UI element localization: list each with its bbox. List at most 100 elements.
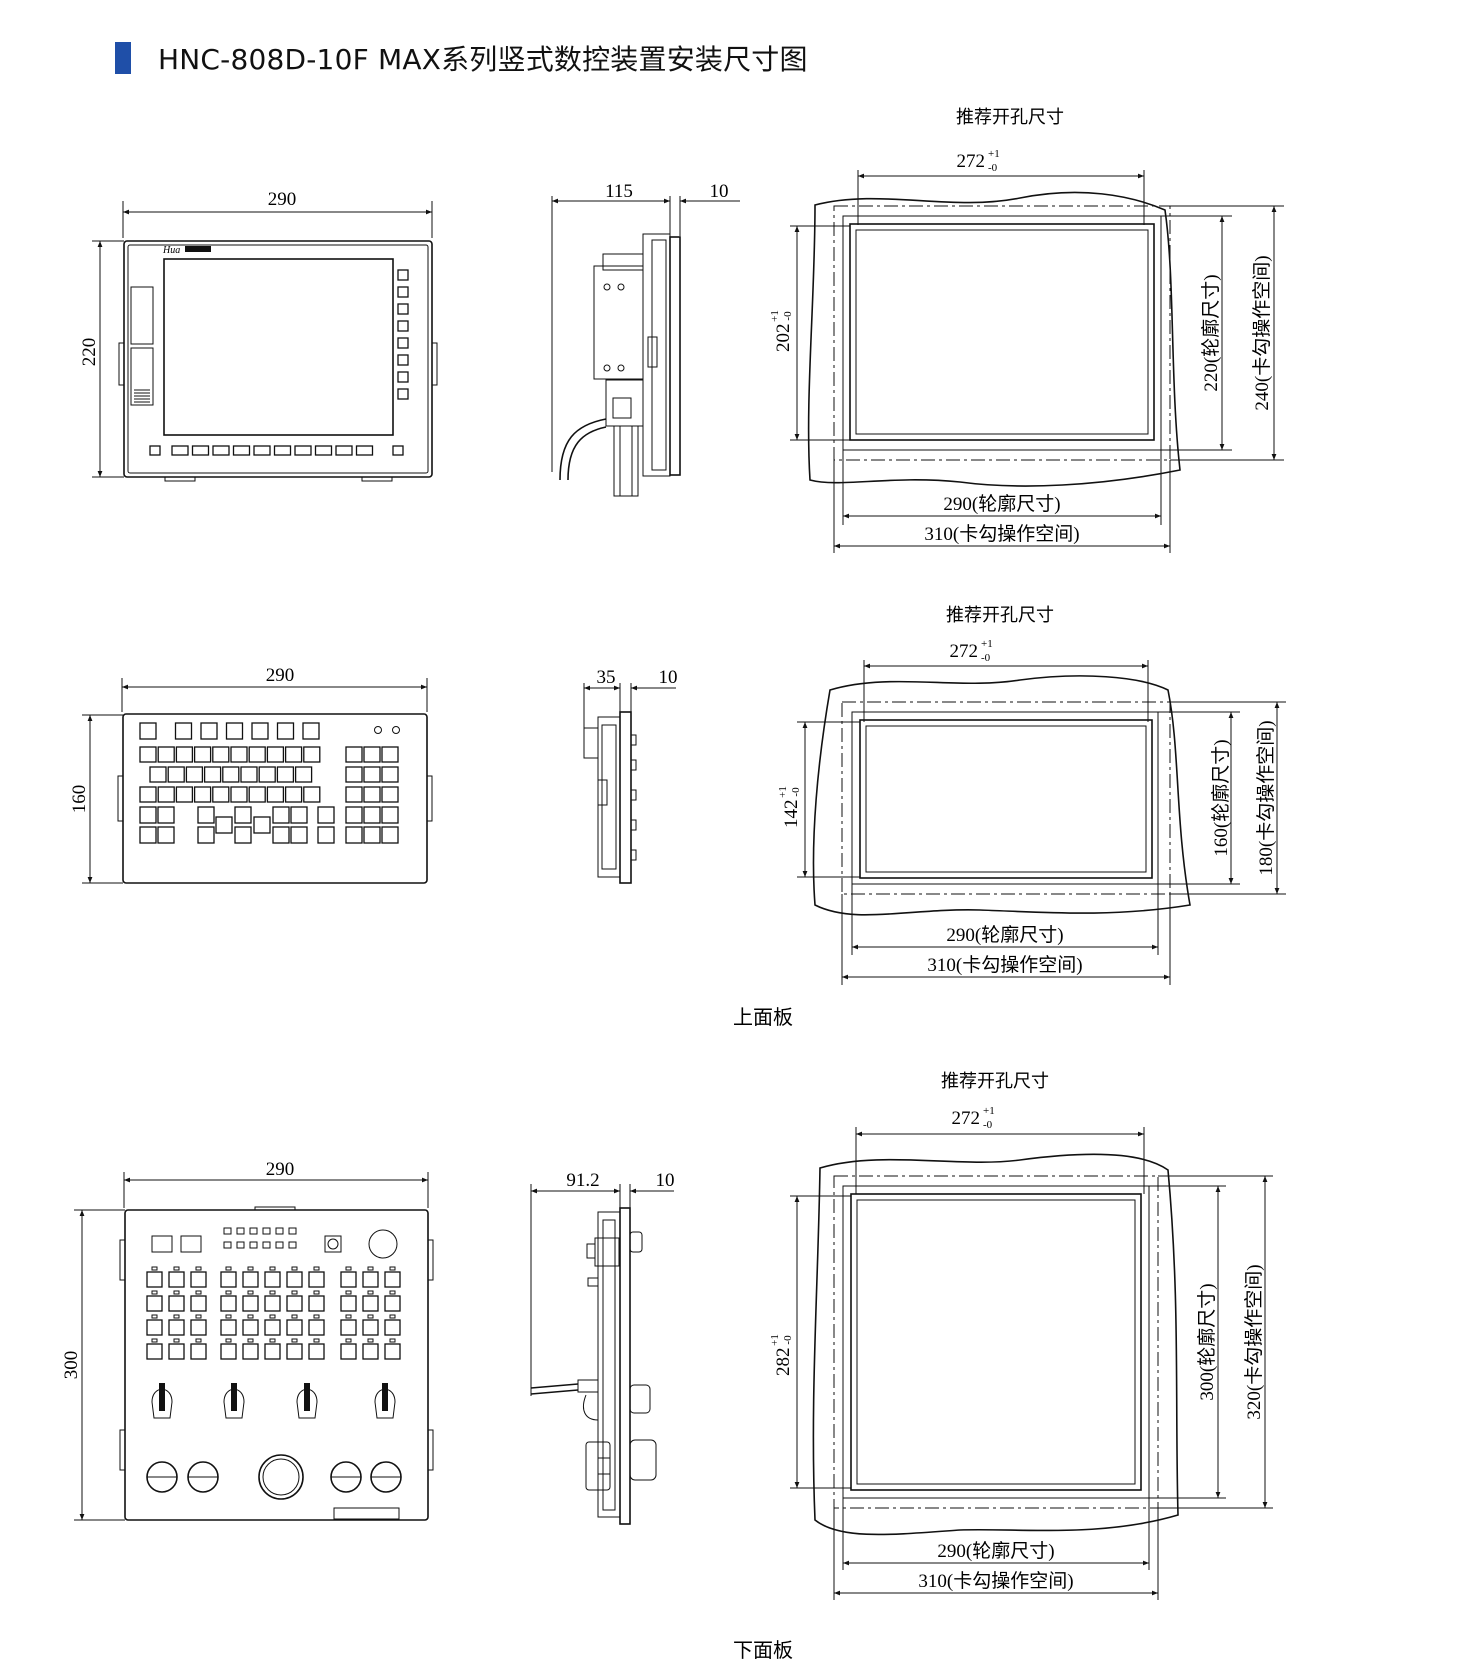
panel-key [225,722,244,740]
panel-key [381,746,399,763]
key-led [367,1290,374,1295]
panel-key [286,1295,303,1312]
panel-key [345,826,363,844]
key-led [195,1266,202,1271]
svg-text:91.2: 91.2 [566,1170,599,1191]
panel-key [363,786,381,803]
panel-key [171,445,189,456]
panel-key [258,766,276,783]
panel-key [264,1319,281,1336]
panel-key [220,1343,237,1360]
panel-key [168,1271,185,1288]
panel-key [223,1227,232,1235]
rotary-knob [223,1388,245,1419]
upper-panel-cutout-drawing: 推荐开孔尺寸 272 +1 -0 142 +1 -0 160(轮廓尺寸) 180… [777,605,1286,985]
panel-key [308,1271,325,1288]
panel-key [363,746,381,763]
panel-key [286,1319,303,1336]
key-led [195,1290,202,1295]
panel-key [264,1343,281,1360]
panel-key [146,1295,163,1312]
panel-key [397,371,409,383]
panel-key [139,786,157,803]
key-led [313,1314,320,1319]
display-flange-dim: 10 [710,181,729,202]
panel-key [384,1343,401,1360]
key-led [269,1338,276,1343]
panel-key [381,766,399,783]
key-led [151,1266,158,1271]
panel-key [273,445,292,456]
panel-key [314,445,333,456]
panel-key [262,1227,271,1235]
svg-text:290(轮廓尺寸): 290(轮廓尺寸) [943,493,1060,515]
key-led [367,1314,374,1319]
svg-text:320(卡勾操作空间): 320(卡勾操作空间) [1243,1264,1265,1419]
panel-key [212,445,230,456]
panel-key [317,806,335,824]
key-led [269,1290,276,1295]
panel-key [340,1319,357,1336]
key-led [345,1266,352,1271]
panel-key [362,1319,379,1336]
panel-key [363,826,381,844]
svg-text:+1: +1 [769,310,781,322]
panel-key [264,1295,281,1312]
panel-key [384,1319,401,1336]
panel-key [242,1295,259,1312]
key-led [247,1338,254,1343]
svg-text:310(卡勾操作空间): 310(卡勾操作空间) [918,1570,1073,1592]
panel-key [230,746,248,763]
panel-key [253,445,271,456]
panel-key [272,826,290,844]
upper-panel-side-view: 35 10 [583,667,678,884]
panel-key [397,286,409,298]
svg-text:+1: +1 [983,1105,995,1117]
panel-key [234,806,252,824]
panel-key [381,786,399,803]
upper-panel-label: 上面板 [733,1005,793,1029]
panel-key [288,1241,297,1249]
key-led [195,1338,202,1343]
panel-key [294,445,312,456]
panel-key [362,1295,379,1312]
panel-key [242,1343,259,1360]
panel-key [157,826,175,844]
key-led [173,1314,180,1319]
panel-key [340,1343,357,1360]
panel-key [197,806,215,824]
panel-key [190,1295,207,1312]
panel-key [286,1343,303,1360]
panel-key [174,722,193,740]
panel-key [397,320,409,332]
key-led [151,1314,158,1319]
panel-key [340,1295,357,1312]
svg-text:-0: -0 [983,1119,993,1131]
knob-pointer [159,1383,165,1411]
panel-key [139,826,157,844]
panel-key [308,1295,325,1312]
panel-key [363,766,381,783]
key-led [313,1266,320,1271]
panel-key [384,1295,401,1312]
svg-text:35: 35 [597,667,616,688]
key-led [389,1338,396,1343]
svg-text:272: 272 [952,1108,981,1129]
panel-key [220,1319,237,1336]
panel-key [175,786,194,803]
key-led [345,1290,352,1295]
panel-key [146,1271,163,1288]
knob-pointer [304,1383,310,1411]
panel-key [345,766,363,783]
svg-text:202: 202 [773,324,794,353]
svg-text:+1: +1 [981,638,993,650]
panel-key [236,1241,245,1249]
panel-key [251,722,269,740]
panel-key [266,786,285,803]
panel-key [168,1319,185,1336]
panel-key [234,826,252,844]
panel-key [220,1271,237,1288]
panel-key [193,746,212,763]
panel-key [168,1295,185,1312]
panel-key [149,766,167,783]
